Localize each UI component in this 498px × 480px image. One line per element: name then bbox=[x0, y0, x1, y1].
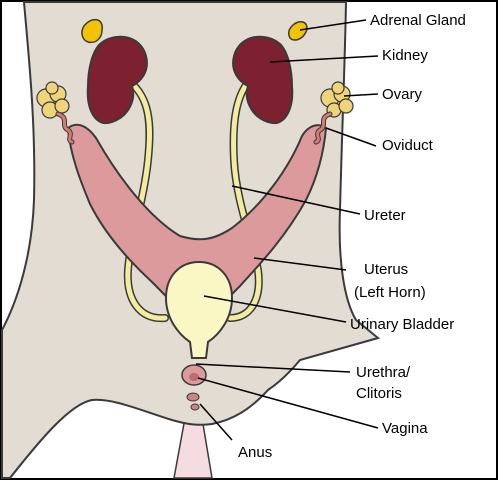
label-ovary: Ovary bbox=[382, 86, 423, 103]
leader-kidney bbox=[269, 55, 379, 63]
vagina-opening bbox=[186, 392, 200, 402]
label-oviduct: Oviduct bbox=[382, 137, 433, 154]
urethra-opening bbox=[189, 373, 199, 381]
leader-ovary bbox=[343, 93, 379, 97]
label-uterus: Uterus bbox=[364, 261, 409, 278]
leader-adrenal-gland bbox=[299, 19, 367, 31]
leader-anus bbox=[199, 403, 233, 441]
left-ovary bbox=[36, 81, 70, 119]
leader-vagina bbox=[197, 377, 379, 429]
leader-ureter bbox=[231, 185, 361, 215]
urinary-bladder bbox=[164, 260, 234, 359]
anus-opening bbox=[190, 403, 200, 411]
label-urethra: Urethra/ bbox=[356, 364, 411, 381]
label-uterus-left-horn: (Left Horn) bbox=[354, 284, 426, 301]
right-ovary bbox=[320, 81, 354, 118]
leader-urinary-bladder bbox=[203, 295, 347, 323]
left-adrenal-gland bbox=[81, 18, 103, 44]
leader-oviduct bbox=[325, 127, 377, 147]
label-ureter: Ureter bbox=[364, 207, 406, 224]
leader-urethra bbox=[195, 363, 351, 373]
label-urinary-bladder: Urinary Bladder bbox=[350, 316, 455, 333]
label-vagina: Vagina bbox=[382, 420, 428, 437]
left-oviduct-fill bbox=[56, 112, 74, 144]
label-clitoris: Clitoris bbox=[356, 385, 402, 402]
right-kidney bbox=[232, 35, 294, 125]
label-anus: Anus bbox=[238, 444, 273, 461]
leader-uterus bbox=[253, 257, 347, 271]
right-ureter-fill bbox=[227, 71, 262, 321]
left-kidney bbox=[86, 35, 148, 125]
right-oviduct-fill bbox=[314, 112, 332, 144]
label-kidney: Kidney bbox=[382, 47, 428, 64]
right-adrenal-gland bbox=[287, 21, 308, 41]
label-adrenal-gland: Adrenal Gland bbox=[370, 12, 466, 29]
